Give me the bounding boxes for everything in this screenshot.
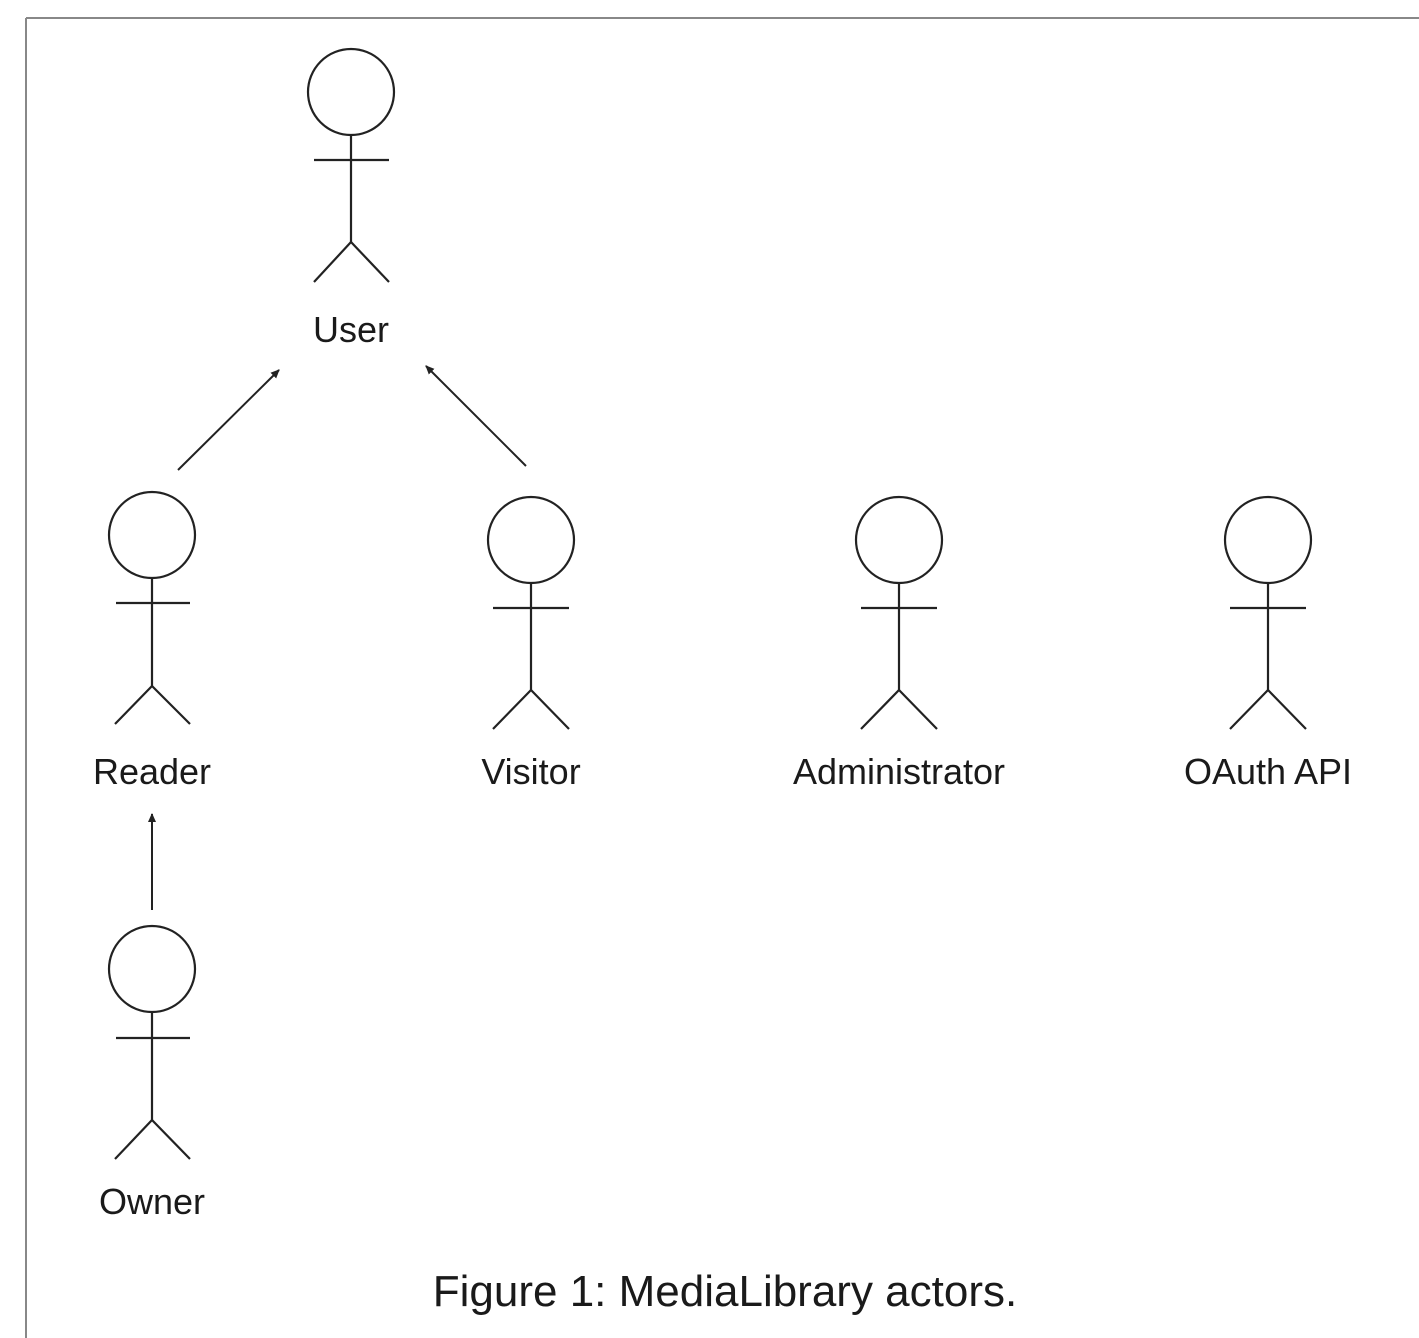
actor-label-oauth-api: OAuth API — [1184, 751, 1352, 792]
actor-label-visitor: Visitor — [481, 751, 580, 792]
generalization-arrow-visitor-to-user — [425, 365, 527, 467]
actor-label-reader: Reader — [93, 751, 211, 792]
actor-label-user: User — [313, 309, 389, 350]
actor-owner: Owner — [99, 924, 205, 1222]
stick-figure-icon — [107, 490, 197, 725]
actor-oauth-api: OAuth API — [1184, 495, 1352, 792]
stick-figure-icon — [306, 47, 396, 283]
actor-label-administrator: Administrator — [793, 751, 1005, 792]
actor-user: User — [306, 47, 396, 350]
actor-administrator: Administrator — [793, 495, 1005, 792]
figure-caption: Figure 1: MediaLibrary actors. — [433, 1267, 1017, 1316]
stick-figure-icon — [486, 495, 576, 730]
actor-visitor: Visitor — [481, 495, 581, 792]
stick-figure-icon — [854, 495, 944, 730]
actor-reader: Reader — [93, 490, 211, 792]
stick-figure-icon — [107, 924, 197, 1160]
actor-label-owner: Owner — [99, 1181, 205, 1222]
stick-figure-icon — [1223, 495, 1313, 730]
generalization-arrow-reader-to-user — [177, 369, 280, 471]
